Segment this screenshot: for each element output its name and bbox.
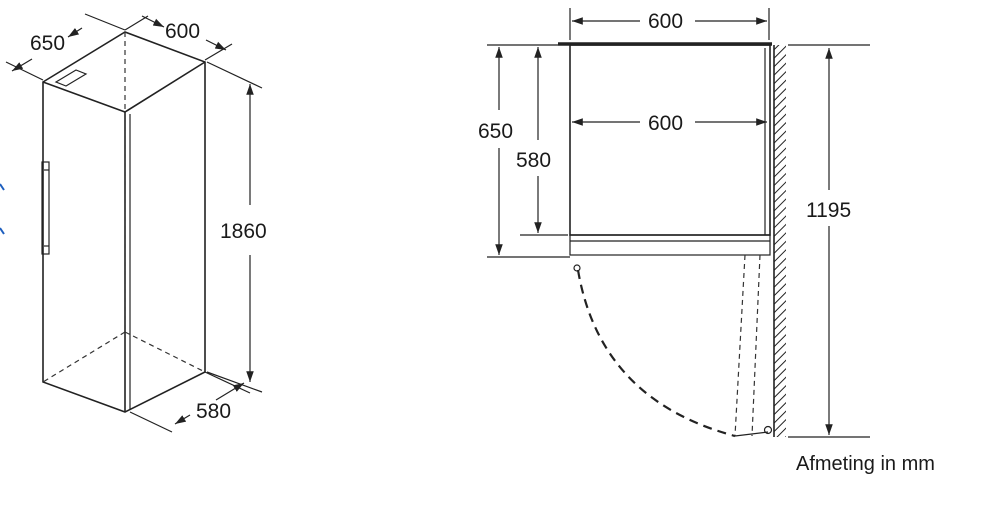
edge-marker-icon: [0, 183, 5, 235]
isometric-view: 650 600 1860 580: [0, 13, 267, 433]
dimension-top-width-600: 600: [569, 8, 770, 40]
door-handle: [41, 161, 50, 255]
dimension-height-1860: 1860: [206, 61, 267, 393]
inner-width-600-label: 600: [648, 112, 683, 135]
dimension-width-600: 600: [124, 15, 233, 61]
dimension-depth-580: 580: [129, 371, 251, 433]
dimension-plan-depth-580: 580: [516, 47, 568, 236]
door-swing: [576, 254, 773, 438]
depth-650-label: 650: [30, 32, 65, 55]
dimension-plan-depth-650: 650: [478, 44, 570, 258]
dimension-depth-650: 650: [5, 13, 126, 81]
bottom-depth-580-label: 580: [196, 400, 231, 423]
cabinet-outline: [558, 42, 772, 272]
height-1860-label: 1860: [220, 220, 267, 243]
clearance-1195-label: 1195: [806, 199, 851, 222]
dimension-inner-width-600: 600: [572, 112, 767, 135]
plan-depth-580-label: 580: [516, 149, 551, 172]
wall-hatch: [774, 45, 786, 437]
plan-depth-650-label: 650: [478, 120, 513, 143]
top-width-600-label: 600: [648, 10, 683, 33]
width-600-label: 600: [165, 20, 200, 43]
plan-view: 600 600 650 580 1195: [478, 8, 935, 475]
units-caption: Afmeting in mm: [796, 453, 935, 475]
appliance-body-outline: [42, 31, 206, 413]
dimension-clearance-1195: 1195: [788, 44, 870, 438]
